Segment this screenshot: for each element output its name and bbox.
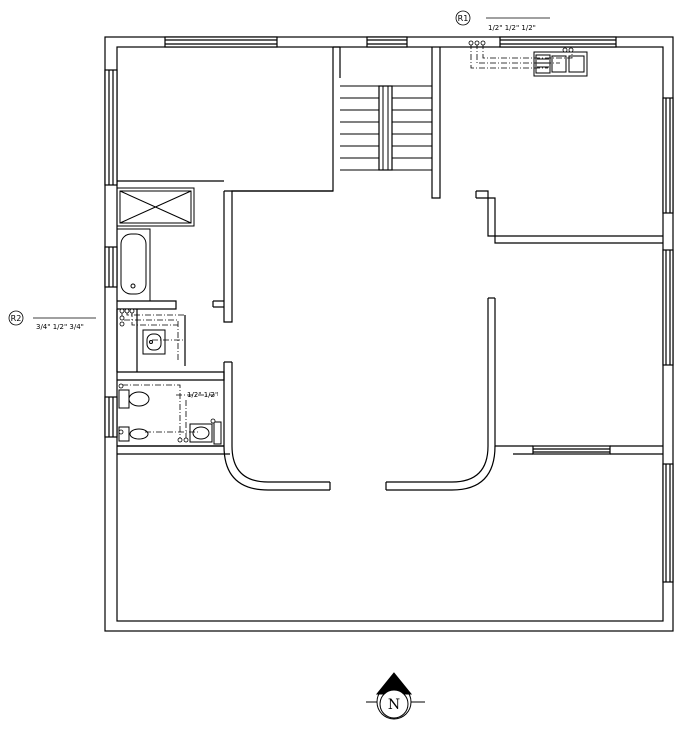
- north-label: N: [388, 697, 400, 713]
- riser-r1-tag: R1: [458, 14, 469, 23]
- riser-r2-tag: R2: [11, 314, 22, 323]
- bathtub: [116, 228, 151, 302]
- riser-r2-annotation: [8, 310, 96, 326]
- interior-walls: [117, 46, 663, 491]
- windows-right: [662, 97, 674, 583]
- riser-r2-sizes: 3/4" 1/2" 3/4": [36, 323, 84, 331]
- toilet-1: [118, 389, 150, 409]
- pipe-nodes: [118, 40, 574, 443]
- bathroom-partitions: [116, 300, 225, 381]
- staircase: [340, 85, 432, 171]
- toilet-2: [118, 426, 149, 442]
- washbasin: [142, 329, 166, 355]
- bath-pipe-sizes: 1/2" 1/2": [187, 391, 218, 399]
- windows-top: [164, 36, 617, 48]
- bidet: [189, 421, 222, 445]
- windows-left: [104, 69, 118, 438]
- north-compass: [366, 672, 425, 720]
- riser-r1-sizes: 1/2" 1/2" 1/2": [488, 24, 536, 32]
- riser-r1-annotation: [455, 10, 550, 26]
- closet: [116, 187, 195, 227]
- kitchen-sink: [533, 51, 588, 77]
